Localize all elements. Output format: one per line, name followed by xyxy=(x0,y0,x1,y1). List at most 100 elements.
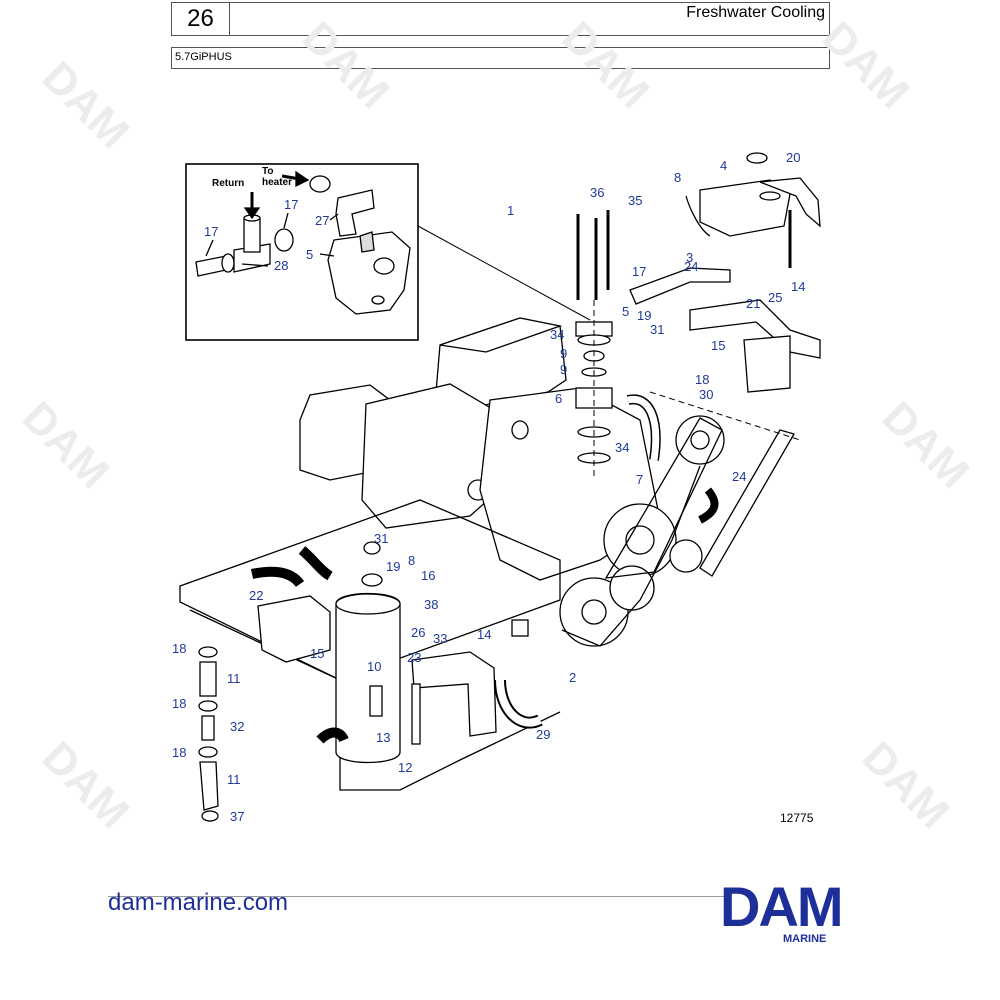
engine-drawing xyxy=(299,152,821,647)
callout: 11 xyxy=(227,671,241,686)
cap-31 xyxy=(363,541,381,555)
assembly-line xyxy=(649,391,801,441)
elbow-fitting xyxy=(335,189,375,237)
header-bar: 26 Freshwater Cooling xyxy=(171,2,830,36)
hose-29-inner xyxy=(496,679,542,727)
thermostat-housing-6 xyxy=(575,387,613,409)
tank-bracket xyxy=(759,177,821,228)
callout: 11 xyxy=(227,772,241,787)
serpentine-belt xyxy=(604,417,723,579)
callout: 25 xyxy=(768,290,782,305)
callout: 37 xyxy=(230,809,244,824)
callout: 32 xyxy=(230,719,244,734)
callout: 3 xyxy=(686,250,693,265)
callout: 16 xyxy=(421,568,435,583)
callout: 28 xyxy=(274,258,288,273)
page-number: 26 xyxy=(172,3,230,35)
page-title: Freshwater Cooling xyxy=(686,4,825,21)
callout: 22 xyxy=(249,588,263,603)
callout: 10 xyxy=(367,659,381,674)
tensioner-pulley xyxy=(669,539,703,573)
rod-23 xyxy=(411,683,421,745)
threaded-port xyxy=(359,231,375,253)
engine-model: 5.7GiPHUS xyxy=(175,51,232,63)
callout: 30 xyxy=(699,387,713,402)
callout: 23 xyxy=(407,650,421,665)
hose-24 xyxy=(698,487,719,524)
inset-detail xyxy=(185,163,419,341)
clamp-18b xyxy=(198,700,218,712)
callout: 2 xyxy=(569,670,576,685)
logo-text: DAM xyxy=(720,875,844,938)
callout: 27 xyxy=(315,213,329,228)
callout: 6 xyxy=(555,391,562,406)
watermark: DAM xyxy=(13,392,119,498)
leader xyxy=(329,213,339,221)
model-bar: 5.7GiPHUS xyxy=(171,47,830,69)
pressure-cap-20 xyxy=(746,152,768,164)
hose-upper xyxy=(250,566,305,588)
callout: 38 xyxy=(424,597,438,612)
callout: 24 xyxy=(684,259,698,274)
callout: 8 xyxy=(674,170,681,185)
callout: 18 xyxy=(172,696,186,711)
bracket-arm xyxy=(699,429,795,577)
callout: 15 xyxy=(711,338,725,353)
leader xyxy=(283,212,289,229)
callout: 33 xyxy=(433,631,447,646)
callout: 31 xyxy=(650,322,664,337)
callout: 18 xyxy=(172,641,186,656)
callout: 34 xyxy=(615,440,629,455)
callout: 9 xyxy=(560,362,567,377)
hose-clamp-right xyxy=(274,228,294,252)
website-link[interactable]: dam-marine.com xyxy=(108,889,289,916)
plug-14 xyxy=(511,619,529,637)
tee-branch xyxy=(243,217,261,253)
watermark: DAM xyxy=(293,12,399,118)
mount-hole xyxy=(371,295,385,305)
callout: 9 xyxy=(560,346,567,361)
callout: 29 xyxy=(536,727,550,742)
block-port xyxy=(511,420,529,440)
hose-clamp-left xyxy=(221,253,235,273)
alternator-hub xyxy=(690,430,710,450)
callout: 26 xyxy=(411,625,425,640)
brand-logo: DAM MARINE xyxy=(720,875,900,946)
hose-30-inner xyxy=(627,395,660,461)
gasket-19 xyxy=(361,573,383,587)
return-label: Return xyxy=(212,178,244,189)
pulley-hub xyxy=(625,525,655,555)
callout: 18 xyxy=(695,372,709,387)
fuel-filter xyxy=(743,335,791,393)
callout: 19 xyxy=(386,559,400,574)
pipe-24 xyxy=(629,267,731,305)
callout: 24 xyxy=(732,469,746,484)
leader xyxy=(319,253,335,257)
callout: 7 xyxy=(636,472,643,487)
tank-cap xyxy=(759,191,781,201)
drain-hose xyxy=(316,727,349,744)
footer-rule xyxy=(108,896,728,897)
inset-frame xyxy=(185,163,419,341)
tank-top xyxy=(335,593,401,615)
crank-hub xyxy=(581,599,607,625)
clamp-37 xyxy=(201,810,219,822)
mount-plate-outline xyxy=(179,499,561,681)
watermark: DAM xyxy=(33,52,139,158)
return-arrowhead xyxy=(243,207,261,220)
overflow-hose xyxy=(685,195,711,237)
logo-subtext: MARINE xyxy=(783,933,827,945)
callout: 31 xyxy=(374,531,388,546)
callout: 1 xyxy=(507,203,514,218)
callout-layer: 1 36 35 8 4 20 3 17 24 14 25 21 15 5 19 … xyxy=(172,150,805,824)
heater-label: heater xyxy=(262,177,292,188)
callout: 35 xyxy=(628,193,642,208)
callout: 5 xyxy=(306,247,313,262)
leader xyxy=(241,263,269,267)
clamp-18c xyxy=(198,746,218,758)
lower-assembly xyxy=(179,499,561,822)
callout: 13 xyxy=(376,730,390,745)
callout: 4 xyxy=(720,158,727,173)
housing-outlet xyxy=(373,257,395,275)
